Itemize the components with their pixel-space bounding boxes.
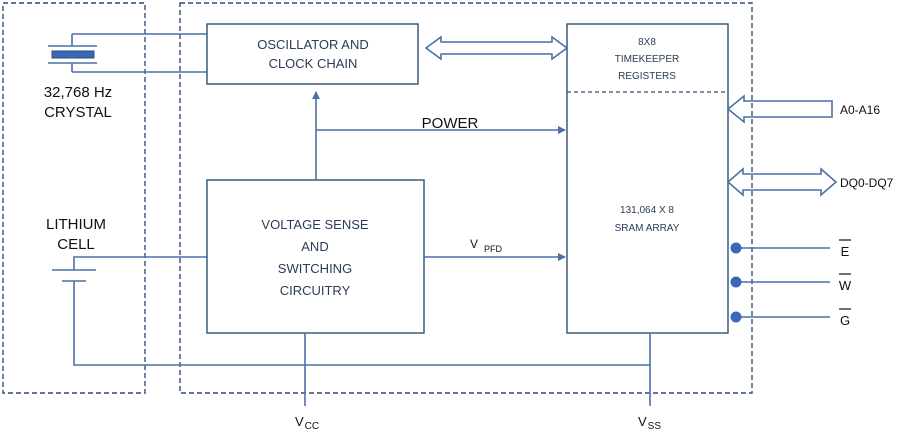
sram-label-1: 131,064 X 8 bbox=[620, 205, 674, 216]
oscillator-label-2: CLOCK CHAIN bbox=[269, 56, 358, 71]
oscillator-block bbox=[206, 23, 419, 85]
lithium-label: LITHIUM bbox=[46, 216, 106, 233]
timekeeper-label-1: 8X8 bbox=[638, 37, 656, 48]
data-label: DQ0-DQ7 bbox=[840, 176, 894, 190]
crystal-frequency-label: 32,768 Hz bbox=[44, 84, 112, 101]
voltage-label-4: CIRCUITRY bbox=[280, 283, 351, 298]
pin-w-label: W bbox=[839, 278, 852, 293]
memory-block bbox=[566, 23, 729, 334]
vss-label: VSS bbox=[638, 414, 661, 432]
control-pins bbox=[730, 242, 830, 323]
voltage-label-2: AND bbox=[301, 239, 328, 254]
address-bus-arrow bbox=[726, 94, 833, 124]
address-label: A0-A16 bbox=[840, 103, 880, 117]
pin-e-label: E bbox=[841, 244, 850, 259]
oscillator-label-1: OSCILLATOR AND bbox=[257, 37, 369, 52]
internal-bus-arrow bbox=[424, 35, 569, 61]
voltage-sense-block bbox=[206, 179, 425, 334]
voltage-label-3: SWITCHING bbox=[278, 261, 352, 276]
timekeeper-label-2: TIMEKEEPER bbox=[615, 54, 679, 65]
module-outline bbox=[179, 2, 753, 394]
battery-positive-wire bbox=[73, 256, 207, 270]
sram-label-2: SRAM ARRAY bbox=[615, 223, 680, 234]
crystal-label: CRYSTAL bbox=[44, 104, 112, 121]
crystal-symbol bbox=[48, 34, 97, 72]
power-label: POWER bbox=[422, 115, 479, 132]
data-bus-arrow bbox=[726, 167, 838, 197]
pin-w-dot bbox=[730, 276, 742, 288]
battery-symbol bbox=[52, 269, 96, 282]
external-components-outline bbox=[2, 2, 146, 394]
ground-return-wire bbox=[73, 281, 650, 366]
cell-label: CELL bbox=[57, 236, 95, 253]
timekeeper-label-3: REGISTERS bbox=[618, 71, 676, 82]
vcc-label: VCC bbox=[295, 414, 319, 432]
pin-e-dot bbox=[730, 242, 742, 254]
pin-g-label: G bbox=[840, 313, 850, 328]
pin-g-dot bbox=[730, 311, 742, 323]
voltage-label-1: VOLTAGE SENSE bbox=[261, 217, 368, 232]
